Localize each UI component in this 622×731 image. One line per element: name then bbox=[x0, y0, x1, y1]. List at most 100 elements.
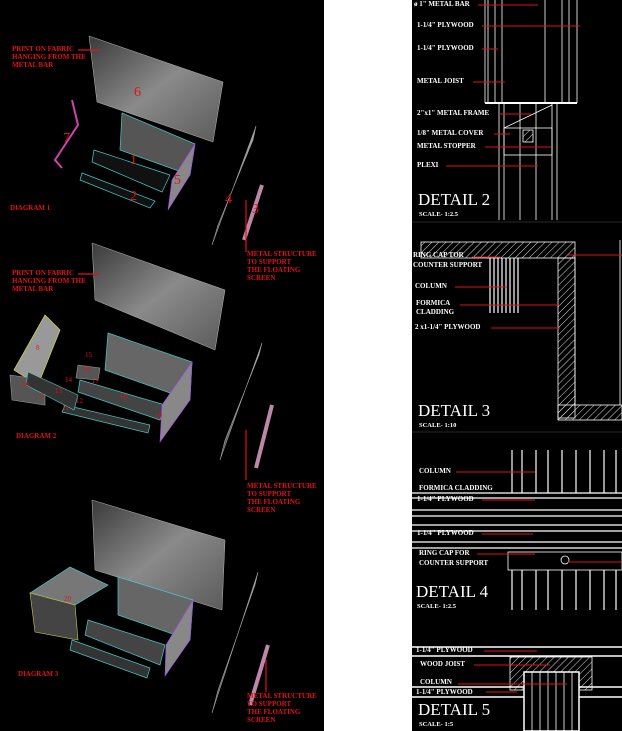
part-number: 13 bbox=[55, 387, 62, 395]
callout-label: METAL STOPPER bbox=[417, 142, 476, 150]
detail-5-scale: SCALE- 1:5 bbox=[419, 721, 454, 728]
frame-7 bbox=[53, 99, 80, 169]
part-number: 14 bbox=[65, 376, 72, 384]
note-line: HANGING FROM THE bbox=[12, 53, 86, 62]
side-box bbox=[29, 592, 79, 641]
note-line: TO SUPPORT bbox=[247, 700, 292, 709]
detail-5-title: DETAIL 5 bbox=[418, 700, 491, 719]
fabric-screen bbox=[91, 499, 226, 611]
shelf-2 bbox=[79, 172, 156, 209]
callout-label: COLUMN bbox=[419, 467, 451, 475]
note-line: PRINT ON FABRIC bbox=[12, 269, 74, 277]
part-number: 16 bbox=[83, 365, 90, 373]
callout-label: 1-1/4" PLYWOOD bbox=[416, 688, 473, 696]
floating-screen bbox=[211, 571, 259, 714]
floating-screen-4 bbox=[211, 125, 257, 246]
callout-label: WOOD JOIST bbox=[420, 660, 465, 668]
note-line: SCREEN bbox=[247, 506, 276, 515]
note-line: THE FLOATING bbox=[247, 708, 301, 717]
callout-label: COUNTER SUPPORT bbox=[419, 559, 489, 567]
metal-structure bbox=[254, 404, 274, 469]
part-number: 11 bbox=[62, 404, 69, 412]
note-line: TO SUPPORT bbox=[247, 490, 292, 499]
part-number: 6 bbox=[134, 85, 141, 100]
fabric-screen-6 bbox=[88, 35, 224, 143]
leader-lines bbox=[446, 4, 622, 693]
callout-label: 1/8" METAL COVER bbox=[417, 129, 484, 137]
part-number: 5 bbox=[174, 173, 181, 188]
callout-label: COLUMN bbox=[420, 678, 452, 686]
note-line: SCREEN bbox=[247, 274, 276, 283]
shelf-1 bbox=[91, 149, 171, 193]
side-panel bbox=[164, 599, 194, 678]
shelf bbox=[69, 639, 151, 679]
callout-label: COUNTER SUPPORT bbox=[413, 261, 483, 269]
side-panel bbox=[159, 360, 193, 444]
callout-label: CLADDING bbox=[416, 308, 455, 316]
diagram-2-title: DIAGRAM 2 bbox=[16, 432, 57, 440]
note-line: METAL STRUCTURE bbox=[247, 482, 317, 490]
part-number: 20 bbox=[64, 595, 71, 603]
note-line: PRINT ON FABRIC bbox=[12, 45, 74, 53]
callout-label: PLEXI bbox=[417, 161, 439, 169]
detail-4-scale: SCALE- 1:2.5 bbox=[417, 603, 457, 610]
detail-4-linework bbox=[412, 450, 622, 610]
exploded-diagrams-panel: PRINT ON FABRIC HANGING FROM THE METAL B… bbox=[0, 0, 324, 731]
detail-3-linework bbox=[420, 240, 622, 421]
metal-structure bbox=[248, 644, 270, 706]
callout-label: FORMICA CLADDING bbox=[419, 484, 493, 492]
shelf bbox=[84, 619, 166, 666]
detail-4-title: DETAIL 4 bbox=[416, 582, 489, 601]
side-panel-5 bbox=[167, 143, 196, 211]
box-13 bbox=[25, 371, 79, 411]
shelf-18 bbox=[77, 379, 166, 421]
structure-note: METAL STRUCTURE TO SUPPORT THE FLOATING … bbox=[247, 250, 317, 282]
exploded-diagrams-drawing bbox=[9, 35, 274, 714]
detail-3-title: DETAIL 3 bbox=[418, 401, 491, 420]
part-number: 9 bbox=[40, 392, 44, 400]
note-line: SCREEN bbox=[247, 716, 276, 725]
detail-2-scale: SCALE- 1:2.5 bbox=[419, 211, 459, 218]
part-number: 4 bbox=[225, 192, 232, 207]
note-line: METAL STRUCTURE bbox=[247, 692, 317, 700]
diagram-1-title: DIAGRAM 1 bbox=[10, 204, 51, 212]
callout-label: ø 1" METAL BAR bbox=[414, 0, 470, 8]
part-number: 12 bbox=[76, 397, 83, 405]
note-line: TO SUPPORT bbox=[247, 258, 292, 267]
part-number: 17 bbox=[92, 377, 99, 385]
note-line: HANGING FROM THE bbox=[12, 277, 86, 286]
callout-label: FORMICA bbox=[416, 299, 451, 307]
part-number: 2 bbox=[130, 189, 137, 204]
part-number: 10 bbox=[22, 381, 29, 389]
part-number: 1 bbox=[130, 153, 137, 168]
fabric-note: PRINT ON FABRIC HANGING FROM THE METAL B… bbox=[12, 269, 86, 293]
callout-label: 1-1/4" PLYWOOD bbox=[417, 529, 474, 537]
structure-note: METAL STRUCTURE TO SUPPORT THE FLOATING … bbox=[247, 482, 317, 514]
part-number: 7 bbox=[63, 131, 70, 146]
callout-label: RING CAP FOR bbox=[419, 549, 470, 557]
callout-label: METAL JOIST bbox=[417, 77, 464, 85]
diagram-3-title: DIAGRAM 3 bbox=[18, 670, 59, 678]
fabric-note: PRINT ON FABRIC HANGING FROM THE METAL B… bbox=[12, 45, 86, 69]
callout-label: 2"x1" METAL FRAME bbox=[417, 109, 490, 117]
callout-label: 1-1/4" PLYWOOD bbox=[417, 21, 474, 29]
construction-details-panel: ø 1" METAL BAR 1-1/4" PLYWOOD 1-1/4" PLY… bbox=[412, 0, 622, 731]
shelf-11 bbox=[61, 404, 151, 434]
callout-label: 1-1/4" PLYWOOD bbox=[417, 495, 474, 503]
note-line: THE FLOATING bbox=[247, 266, 301, 275]
part-number: 18 bbox=[120, 393, 127, 401]
callout-label: 1-1/4" PLYWOOD bbox=[416, 646, 473, 654]
fabric-screen bbox=[91, 242, 226, 351]
part-number: 19 bbox=[155, 412, 162, 420]
callout-label: 1-1/4" PLYWOOD bbox=[417, 44, 474, 52]
detail-2-title: DETAIL 2 bbox=[418, 190, 491, 209]
detail-2-linework bbox=[484, 0, 578, 220]
floating-screen bbox=[219, 342, 263, 461]
callout-label: COLUMN bbox=[415, 282, 447, 290]
note-line: THE FLOATING bbox=[247, 498, 301, 507]
construction-details-drawing bbox=[412, 0, 622, 731]
metal-structure-3 bbox=[242, 184, 264, 241]
note-line: METAL BAR bbox=[12, 61, 54, 70]
callout-label: RING CAP TOR bbox=[413, 251, 464, 259]
